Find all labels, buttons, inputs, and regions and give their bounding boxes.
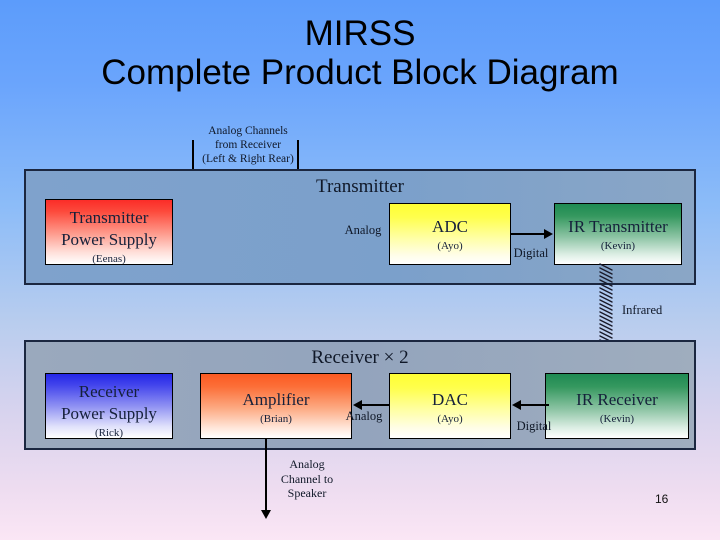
page-title: MIRSS Complete Product Block Diagram [0,14,720,92]
label-analog-channels-from-receiver: Analog Channels from Receiver (Left & Ri… [186,124,310,166]
arrowhead-analog-to-speaker [261,510,271,519]
arrowhead-digital-transmitter [544,229,553,239]
label-analog-channels-line-1: Analog Channels [208,125,288,137]
label-analog-transmitter: Analog [344,223,382,237]
label-speaker-line-2: Channel to [280,471,334,486]
block-receiver-power-supply[interactable]: Receiver Power Supply (Rick) [45,373,173,439]
label-infrared: Infrared [622,303,663,317]
label-digital-transmitter: Digital [513,246,549,260]
block-title-line-2: Power Supply [61,230,157,250]
label-digital-receiver: Digital [516,419,552,433]
title-line-2: Complete Product Block Diagram [101,53,619,93]
block-amplifier[interactable]: Amplifier (Brian) [200,373,352,439]
label-analog-channels-line-3: (Left & Right Rear) [202,153,294,166]
block-title-line-1: IR Receiver [576,390,658,409]
connector-dac-to-amplifier [362,404,390,406]
label-speaker-line-1: Analog [289,457,325,471]
connector-amplifier-to-speaker [265,439,267,513]
block-title-line-1: DAC [432,390,468,409]
block-title-line-1: Amplifier [242,390,310,409]
block-title-line-1: Transmitter [69,208,149,227]
connector-ir-receiver-to-dac [521,404,549,406]
block-owner: (Ayo) [437,413,463,426]
page-number: 16 [655,492,669,506]
block-owner: (Kevin) [599,413,635,426]
label-analog-receiver: Analog [345,409,383,423]
block-title-line-2: Power Supply [61,404,157,424]
label-analog-channel-to-speaker: Analog Channel to Speaker [268,457,346,501]
title-line-1: MIRSS [304,14,416,53]
block-owner: (Ayo) [437,240,463,253]
block-owner: (Rick) [94,427,124,440]
receiver-panel-title: Receiver × 2 [311,347,409,368]
block-owner: (Kevin) [600,240,636,253]
block-adc[interactable]: ADC (Ayo) [389,203,511,265]
block-dac[interactable]: DAC (Ayo) [389,373,511,439]
block-title-line-1: IR Transmitter [568,217,668,236]
block-owner: (Eenas) [92,253,126,266]
block-ir-receiver[interactable]: IR Receiver (Kevin) [545,373,689,439]
arrowhead-analog-receiver [353,400,362,410]
arrowhead-digital-receiver [512,400,521,410]
transmitter-panel-title: Transmitter [316,176,404,197]
connector-adc-to-ir-transmitter [511,233,545,235]
block-title-line-1: Receiver [78,382,140,401]
block-owner: (Brian) [260,413,292,426]
label-analog-channels-line-2: from Receiver [214,139,282,152]
block-title-line-1: ADC [432,217,468,236]
label-speaker-line-3: Speaker [287,486,327,501]
block-ir-transmitter[interactable]: IR Transmitter (Kevin) [554,203,682,265]
block-transmitter-power-supply[interactable]: Transmitter Power Supply (Eenas) [45,199,173,265]
